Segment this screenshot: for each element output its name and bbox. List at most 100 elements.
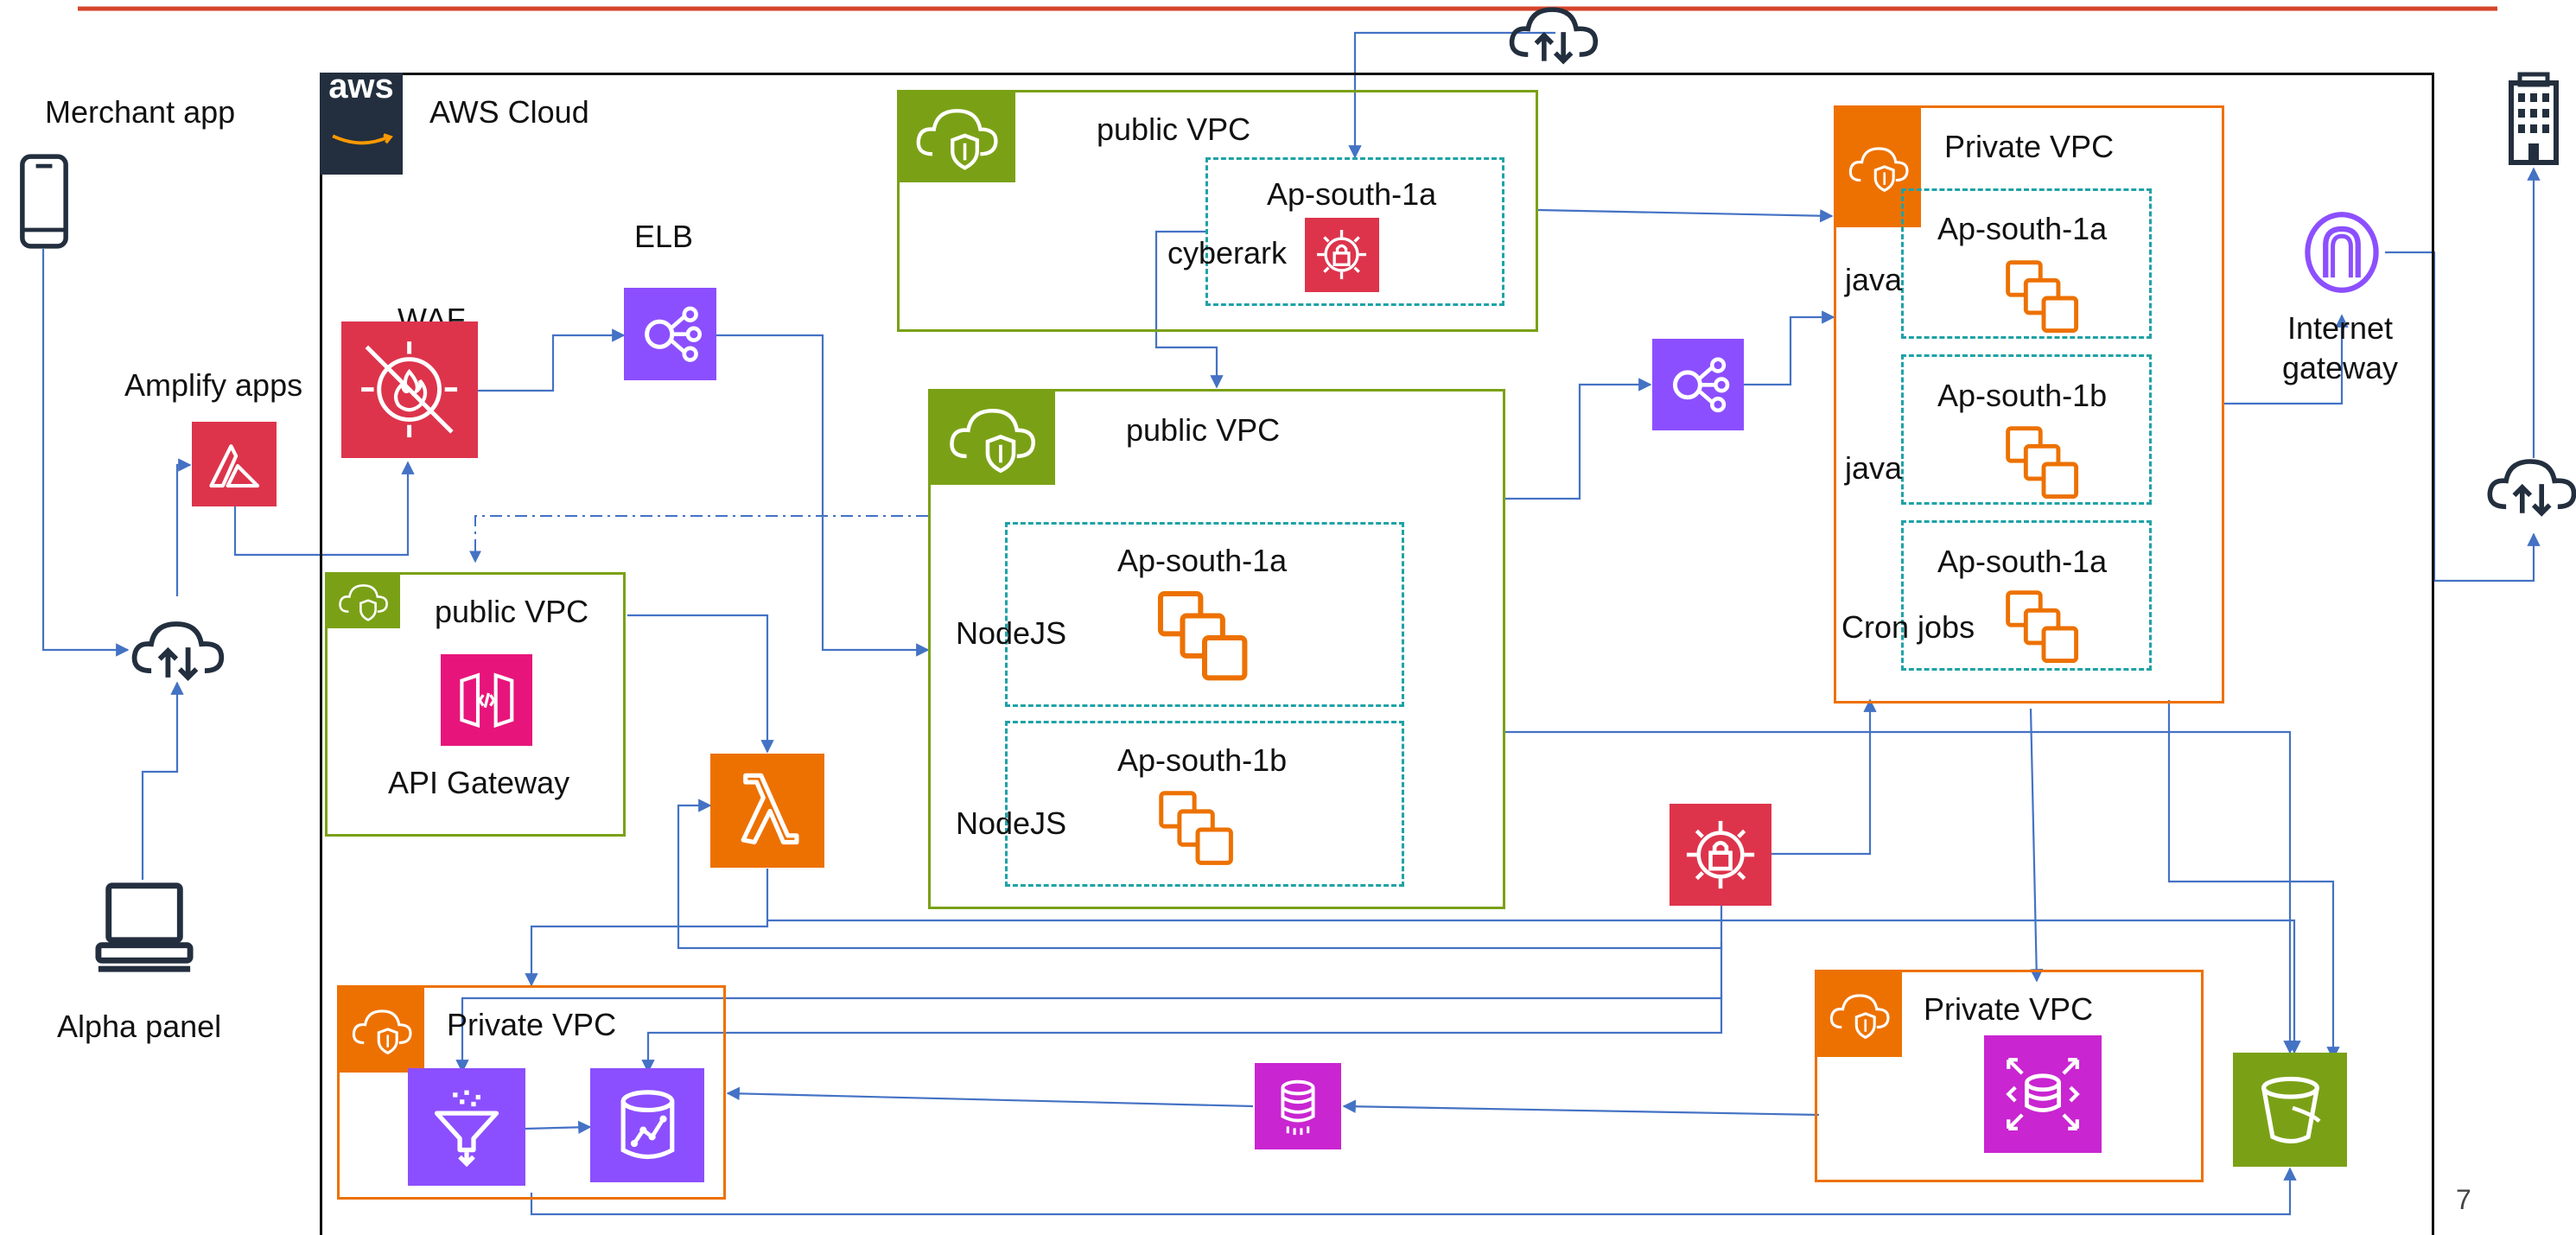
api-gateway-label: API Gateway: [388, 765, 570, 800]
vpc-shield-icon: [328, 575, 400, 628]
backend-az-label: Ap-south-1b: [1937, 378, 2108, 413]
merchant-app-label: Merchant app: [45, 94, 236, 130]
nodejs-label: NodeJS: [956, 805, 1067, 841]
database-private-vpc: [1815, 970, 2204, 1182]
connector: [1342, 1099, 1820, 1117]
cron-jobs-label: Cron jobs: [1841, 609, 1975, 645]
secrets-manager-icon[interactable]: [1305, 218, 1379, 292]
connector: [2385, 251, 2541, 582]
connector: [2029, 708, 2044, 983]
connector: [1505, 378, 1652, 500]
secrets-manager-icon[interactable]: [1670, 804, 1771, 906]
aws-logo-text: aws: [328, 67, 394, 105]
cyberark-availability-zone: [1205, 157, 1504, 306]
mobile-phone-icon[interactable]: [16, 154, 73, 249]
internet-cloud-icon[interactable]: [1505, 0, 1602, 67]
api-gateway-icon[interactable]: [441, 654, 532, 746]
internet-cloud-icon[interactable]: [2484, 451, 2576, 520]
elb-icon[interactable]: [624, 288, 716, 380]
connector: [141, 681, 184, 880]
connector: [41, 249, 130, 657]
connector: [175, 458, 192, 596]
connector: [455, 942, 1723, 1073]
connector: [530, 1167, 2297, 1216]
api-vpc-title: public VPC: [435, 594, 589, 629]
cyberark-label: cyberark: [1167, 235, 1288, 271]
vpc-shield-icon: [931, 392, 1055, 485]
backend-private-vpc: [1834, 105, 2224, 703]
waf-icon[interactable]: [341, 321, 478, 458]
elb-icon[interactable]: [1652, 339, 1744, 430]
internet-gateway-icon[interactable]: [2302, 209, 2382, 296]
ec2-instances-icon[interactable]: [2003, 423, 2084, 505]
connector: [1505, 730, 2297, 1054]
ec2-instances-icon[interactable]: [2003, 258, 2084, 339]
connector: [2224, 314, 2349, 405]
lambda-icon[interactable]: [710, 754, 824, 868]
office-building-icon[interactable]: [2503, 69, 2565, 166]
java-label: java: [1845, 450, 1903, 486]
internet-cloud-icon[interactable]: [128, 614, 228, 684]
connector: [726, 1086, 1254, 1108]
amplify-icon[interactable]: [192, 422, 277, 506]
ec2-instances-icon[interactable]: [1154, 588, 1255, 688]
connector: [434, 328, 626, 392]
internet-gateway-label-line1: Internet: [2287, 310, 2394, 346]
analytics-private-vpc: [337, 985, 726, 1200]
connector: [1154, 230, 1224, 389]
backend-availability-zone: [1901, 188, 2152, 339]
backend-availability-zone: [1901, 354, 2152, 505]
cyberark-az-label: Ap-south-1a: [1267, 176, 1437, 212]
alpha-panel-label: Alpha panel: [57, 1009, 222, 1044]
database-vpc-title: Private VPC: [1924, 991, 2094, 1027]
elb-label: ELB: [634, 219, 694, 254]
vpc-shield-icon: [340, 988, 424, 1073]
api-public-vpc: [325, 572, 626, 837]
connector: [1771, 698, 1877, 856]
app-availability-zone: [1005, 721, 1404, 887]
connector: [525, 1120, 592, 1135]
kinesis-firehose-icon[interactable]: [408, 1068, 525, 1186]
connector: [2167, 700, 2340, 1060]
backend-az-label: Ap-south-1a: [1937, 544, 2108, 579]
database-cache-icon[interactable]: [1255, 1063, 1341, 1149]
connector: [627, 614, 774, 754]
connector: [1537, 208, 1834, 223]
connector: [1348, 31, 1555, 159]
bastion-vpc-title: public VPC: [1097, 111, 1251, 147]
app-az-label: Ap-south-1a: [1117, 543, 1288, 578]
connector: [641, 994, 1723, 1073]
backend-availability-zone: [1901, 520, 2152, 671]
app-availability-zone: [1005, 522, 1404, 707]
nodejs-label: NodeJS: [956, 615, 1067, 651]
ec2-instances-icon[interactable]: [1156, 788, 1239, 871]
analytics-vpc-title: Private VPC: [447, 1007, 617, 1042]
connector: [1744, 310, 1835, 386]
backend-vpc-title: Private VPC: [1944, 129, 2115, 164]
vpc-shield-icon: [1836, 108, 1921, 227]
page-number: 7: [2456, 1184, 2471, 1215]
java-label: java: [1845, 262, 1903, 297]
aws-logo: aws: [320, 67, 403, 175]
app-public-vpc: [928, 389, 1505, 909]
connector: [767, 919, 2301, 1054]
backend-az-label: Ap-south-1a: [1937, 211, 2108, 246]
vpc-shield-icon: [1817, 972, 1902, 1057]
internet-gateway-label-line2: gateway: [2281, 350, 2399, 385]
bastion-public-vpc: [897, 90, 1538, 332]
vpc-shield-icon: [900, 92, 1015, 182]
ec2-instances-icon[interactable]: [2003, 588, 2084, 669]
aws-cloud-label: AWS Cloud: [429, 94, 589, 130]
rds-icon[interactable]: [1984, 1035, 2102, 1153]
amplify-apps-label: Amplify apps: [124, 367, 303, 403]
redshift-icon[interactable]: [590, 1068, 704, 1182]
connector: [716, 334, 930, 657]
app-az-label: Ap-south-1b: [1117, 742, 1288, 778]
connector: [469, 515, 928, 563]
connector: [677, 799, 1723, 950]
laptop-icon[interactable]: [93, 880, 195, 977]
s3-bucket-icon[interactable]: [2233, 1053, 2347, 1167]
connector: [525, 869, 769, 987]
